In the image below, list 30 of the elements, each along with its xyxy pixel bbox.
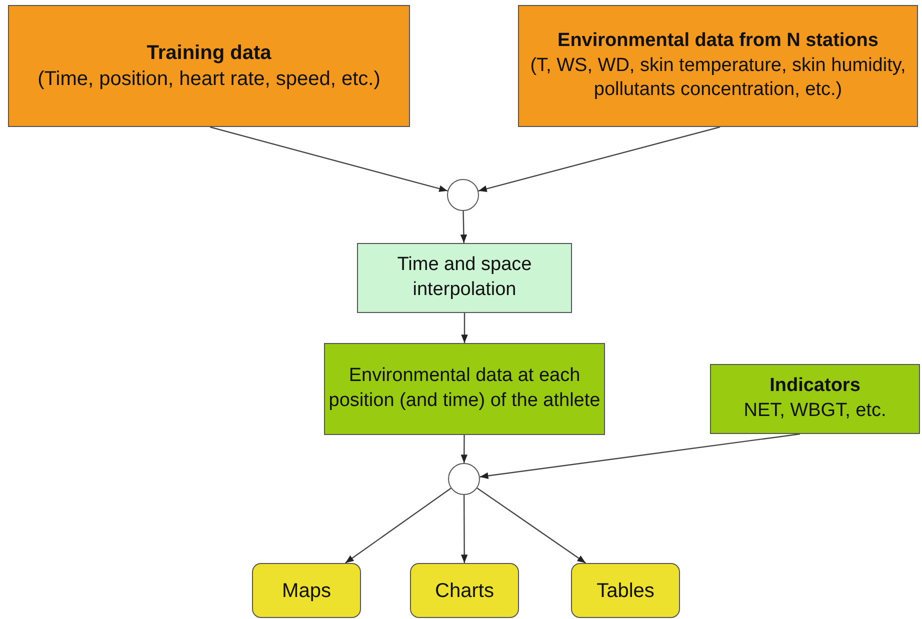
arrow (480, 433, 800, 480)
data-source-box (518, 5, 918, 127)
arrow (478, 126, 720, 192)
arrow (460, 210, 468, 244)
result-box (324, 343, 605, 435)
box-text: NET, WBGT, etc. (744, 399, 886, 423)
box-text: (T, WS, WD, skin temperature, skin humidity, pollutants concentration, etc.) (529, 54, 907, 102)
process-box (357, 243, 572, 313)
box-heading: Indicators (770, 374, 860, 398)
arrow (460, 435, 468, 463)
training-data-box (8, 5, 410, 127)
box-text: Charts (435, 578, 494, 604)
box-text: Tables (596, 578, 654, 604)
circle-junction (447, 179, 479, 211)
arrow (345, 488, 452, 564)
output-box (410, 563, 519, 618)
arrow (476, 488, 586, 564)
output-box (571, 563, 680, 618)
indicators-box (710, 364, 920, 434)
arrow (460, 495, 468, 563)
box-text: Maps (282, 578, 331, 604)
box-text: Environmental data at each position (and time) of the athlete (328, 364, 602, 413)
arrow (461, 313, 468, 343)
box-text: Time and space interpolation (396, 253, 533, 302)
output-box (252, 563, 361, 618)
circle-junction (448, 463, 480, 495)
box-text: (Time, position, heart rate, speed, etc.) (38, 67, 380, 92)
box-heading: Training data (146, 41, 272, 66)
box-heading: Environmental data from N stations (558, 28, 878, 53)
arrow (210, 126, 448, 192)
